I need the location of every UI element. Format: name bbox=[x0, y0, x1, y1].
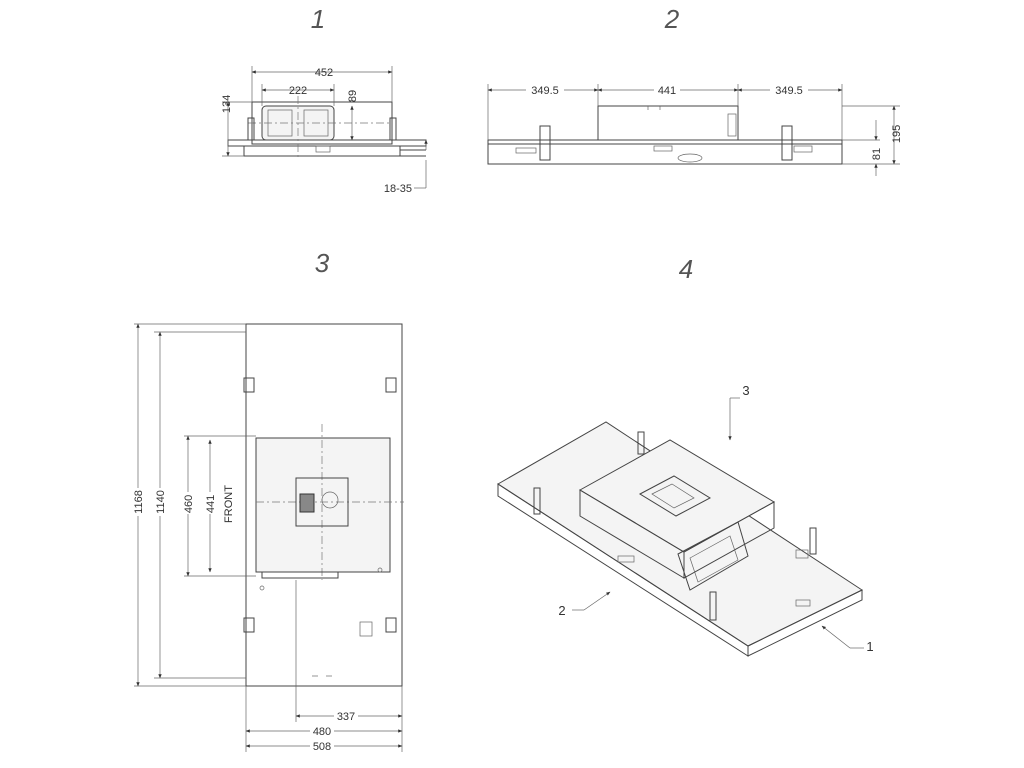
dim-v3-offset: 337 bbox=[337, 711, 355, 723]
view-4-isometric: 4 3 bbox=[497, 254, 874, 657]
view-2-number: 2 bbox=[664, 4, 680, 34]
callout-1: 1 bbox=[866, 639, 873, 654]
dim-v1-inner: 222 bbox=[289, 85, 307, 97]
dim-v3-length-total: 1168 bbox=[133, 490, 145, 514]
callout-2: 2 bbox=[558, 603, 565, 618]
view-1-number: 1 bbox=[311, 4, 325, 34]
dim-v3-square: 460 bbox=[183, 495, 195, 513]
callout-3: 3 bbox=[742, 383, 749, 398]
view-3-number: 3 bbox=[315, 248, 330, 278]
dim-v2-left: 349.5 bbox=[531, 85, 559, 97]
dim-v3-square-inner: 441 bbox=[205, 495, 217, 513]
dim-v2-height-total: 195 bbox=[891, 125, 903, 143]
view-4-number: 4 bbox=[679, 254, 693, 284]
dim-v1-height-inner: 89 bbox=[347, 90, 359, 102]
view-3-top: 3 1168 1140 bbox=[130, 248, 404, 753]
dim-v3-width-total: 508 bbox=[313, 741, 331, 753]
dim-v1-offset: 18-35 bbox=[384, 183, 412, 195]
view-1-side: 1 452 222 134 bbox=[221, 4, 428, 195]
view-4-body bbox=[497, 421, 864, 657]
dim-v3-width-inner: 480 bbox=[313, 726, 331, 738]
dim-v2-center: 441 bbox=[658, 85, 676, 97]
view-3-body bbox=[243, 323, 404, 687]
dim-v2-right: 349.5 bbox=[775, 85, 803, 97]
view-2-body bbox=[487, 105, 843, 165]
dim-v3-length-inner: 1140 bbox=[155, 490, 167, 514]
dim-v1-height-total: 134 bbox=[221, 95, 233, 113]
dim-v2-height-inner: 81 bbox=[871, 148, 883, 160]
view-2-front: 2 349.5 441 349.5 bbox=[487, 4, 903, 176]
front-label: FRONT bbox=[223, 485, 235, 523]
view-1-body bbox=[227, 96, 427, 160]
dim-v1-width: 452 bbox=[315, 67, 333, 79]
